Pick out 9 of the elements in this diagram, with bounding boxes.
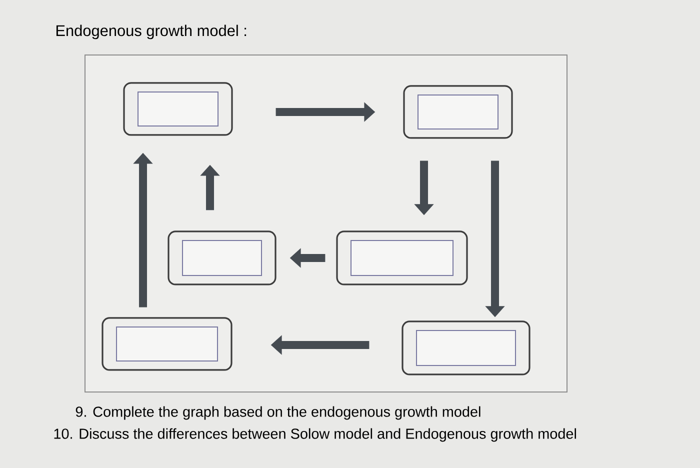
fill-in-box	[123, 82, 233, 136]
fill-in-box	[403, 85, 513, 139]
title: Endogenous growth model :	[56, 24, 246, 40]
fill-in-box	[168, 230, 276, 286]
fill-in-box	[402, 320, 530, 376]
fill-in-box	[336, 230, 468, 286]
fill-in-box	[102, 317, 232, 371]
question-text: 10. Discuss the differences between Solow model and Endogenous growth model	[54, 428, 576, 442]
question-text: 9. Complete the graph based on the endogenous growth model	[76, 406, 480, 420]
